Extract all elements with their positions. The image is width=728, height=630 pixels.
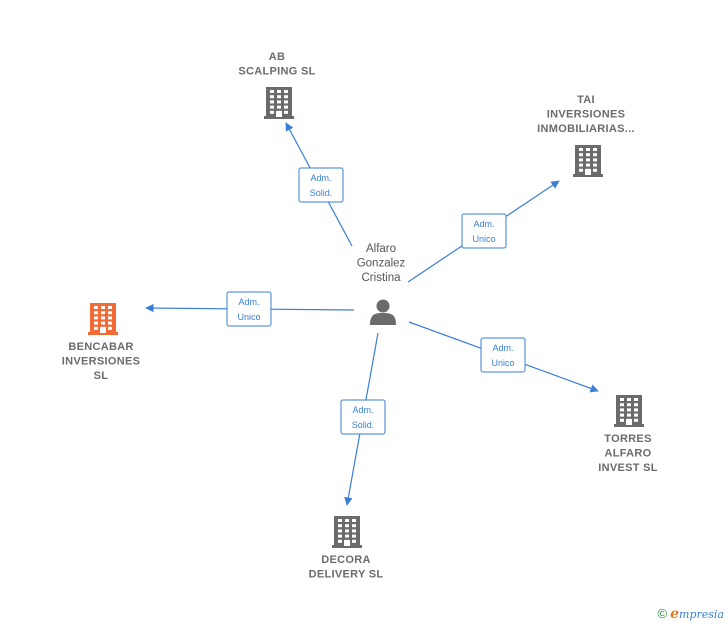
company-label-torres-alfaro-line: TORRES xyxy=(604,433,651,445)
role-badge-text: Adm. xyxy=(473,219,494,229)
role-badges-layer: Adm.Solid.Adm.UnicoAdm.UnicoAdm.UnicoAdm… xyxy=(226,167,526,435)
brand-footer[interactable]: ©empresia xyxy=(658,606,724,622)
company-label-ab-scalping[interactable]: AB SCALPING SL xyxy=(238,51,315,78)
company-label-bencabar-inversiones-line: SL xyxy=(94,370,109,382)
role-badge-ab-scalping[interactable]: Adm. Solid. xyxy=(298,167,344,203)
brand-logo-initial: e xyxy=(670,606,680,622)
company-label-torres-alfaro-line: INVEST SL xyxy=(598,462,658,474)
company-label-bencabar-inversiones-line: INVERSIONES xyxy=(62,356,141,368)
role-badge-text: Solid. xyxy=(310,188,333,198)
role-badge-text: Solid. xyxy=(352,420,375,430)
company-label-bencabar-inversiones[interactable]: BENCABAR INVERSIONES SL xyxy=(62,341,141,382)
person-name-label-line: Cristina xyxy=(362,272,402,284)
role-badge-decora-delivery[interactable]: Adm. Solid. xyxy=(340,399,386,435)
role-badge-text: Unico xyxy=(491,358,514,368)
brand-logo-text: mpresia xyxy=(679,608,724,621)
role-badge-box xyxy=(461,213,507,249)
company-label-ab-scalping-line: AB xyxy=(269,51,286,63)
role-badge-box xyxy=(226,291,272,327)
company-label-ab-scalping-line: SCALPING SL xyxy=(238,66,315,78)
role-badge-box xyxy=(340,399,386,435)
company-label-tai-inversiones-line: INVERSIONES xyxy=(547,109,626,121)
building-icon-decora-delivery[interactable] xyxy=(332,516,362,548)
building-icon-tai-inversiones[interactable] xyxy=(573,145,603,177)
company-label-decora-delivery-line: DELIVERY SL xyxy=(309,569,384,581)
building-icon-bencabar-inversiones[interactable] xyxy=(88,303,118,335)
person-name-label-line: Gonzalez xyxy=(357,258,406,270)
role-badge-box xyxy=(480,337,526,373)
company-label-tai-inversiones[interactable]: TAI INVERSIONES INMOBILIARIAS... xyxy=(537,94,635,135)
company-label-decora-delivery[interactable]: DECORA DELIVERY SL xyxy=(309,554,384,581)
building-icon-torres-alfaro[interactable] xyxy=(614,395,644,427)
role-badge-bencabar-inversiones[interactable]: Adm. Unico xyxy=(226,291,272,327)
company-label-tai-inversiones-line: TAI xyxy=(577,94,595,106)
role-badge-text: Adm. xyxy=(352,405,373,415)
company-label-torres-alfaro-line: ALFARO xyxy=(604,448,651,460)
role-badge-text: Adm. xyxy=(238,297,259,307)
role-badge-text: Adm. xyxy=(310,173,331,183)
role-badge-torres-alfaro[interactable]: Adm. Unico xyxy=(480,337,526,373)
role-badge-tai-inversiones[interactable]: Adm. Unico xyxy=(461,213,507,249)
role-badge-text: Adm. xyxy=(492,343,513,353)
person-name-label-line: Alfaro xyxy=(366,243,396,255)
copyright-symbol: © xyxy=(657,606,668,621)
person-icon[interactable] xyxy=(370,299,396,326)
role-badge-box xyxy=(298,167,344,203)
role-badge-text: Unico xyxy=(237,312,260,322)
company-label-tai-inversiones-line: INMOBILIARIAS... xyxy=(537,123,635,135)
company-label-bencabar-inversiones-line: BENCABAR xyxy=(68,341,133,353)
edges-layer xyxy=(145,122,599,506)
nodes-layer: AB SCALPING SL TAI INVERSIONES INMOBILIARIAS… xyxy=(62,51,658,581)
company-label-torres-alfaro[interactable]: TORRES ALFARO INVEST SL xyxy=(598,433,658,474)
company-label-decora-delivery-line: DECORA xyxy=(321,554,370,566)
role-badge-text: Unico xyxy=(472,234,495,244)
building-icon-ab-scalping[interactable] xyxy=(264,87,294,119)
